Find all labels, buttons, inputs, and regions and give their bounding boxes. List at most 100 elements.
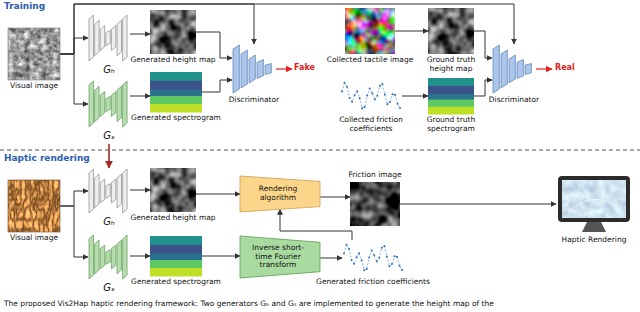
flow-arrow (196, 194, 240, 195)
node-label: Discriminator (229, 96, 279, 105)
image-border (8, 180, 60, 232)
generator-layer (100, 26, 104, 51)
node-label: Visual image (10, 82, 58, 91)
flow-arrow (280, 209, 352, 240)
discriminator-layer (257, 60, 263, 79)
spectrogram-band (150, 245, 202, 254)
generator-layer (100, 245, 104, 269)
signal-point (349, 97, 351, 99)
flow-arrow (320, 197, 350, 198)
signal-point (376, 261, 378, 263)
process-trapezoid (240, 176, 320, 212)
flow-arrow (108, 144, 110, 168)
flow-arrow (474, 80, 492, 96)
signal-point (361, 107, 363, 109)
height-map-image (428, 8, 474, 54)
node-shape (88, 234, 130, 280)
signal-point (398, 265, 400, 267)
spectrogram-band (150, 268, 202, 277)
flow-arrow (202, 80, 232, 92)
height-map-image (150, 10, 196, 54)
flow-arrow (196, 32, 232, 58)
screen-glare (568, 199, 618, 212)
signal-line (344, 245, 402, 271)
signal-point (399, 107, 401, 109)
spectrogram-band (150, 81, 202, 90)
signal-point (383, 245, 385, 247)
node-shape (492, 44, 536, 94)
signal-point (371, 92, 373, 94)
signal-point (396, 256, 398, 258)
fric-node: Friction image (350, 182, 400, 226)
node-label: Generated height map (130, 214, 215, 223)
process-trapezoid (240, 236, 320, 278)
discriminator-layer (249, 55, 255, 83)
signal-point (343, 252, 345, 254)
texture-image (8, 28, 60, 80)
node-shape (342, 240, 404, 276)
signal-point (381, 247, 383, 249)
spectrogram-band (150, 104, 202, 113)
connector-group (60, 4, 556, 258)
plot-node: Collected friction coefficients (340, 78, 402, 114)
node-label: Gₛ (103, 282, 114, 294)
signal-point (351, 101, 353, 103)
generator-layer (123, 15, 127, 61)
tactile-image (345, 8, 395, 54)
output-label: Fake (294, 63, 315, 72)
spectrogram-band (428, 86, 474, 94)
spectrogram-band (150, 236, 202, 245)
signal-point (368, 257, 370, 259)
node-label: Ground truth height map (423, 56, 479, 73)
gen-node: Gₕ (88, 14, 130, 62)
flow-arrow (60, 191, 88, 206)
tablet-node: Haptic Rendering (556, 176, 632, 234)
node-shape (150, 236, 202, 276)
node-shape (150, 10, 196, 54)
flow-arrow (400, 204, 556, 205)
signal-point (366, 268, 368, 270)
hmap-node: Generated height map (150, 168, 196, 212)
signal-point (353, 263, 355, 265)
brown-node: Visual image (8, 180, 60, 232)
output-arrow (276, 68, 292, 69)
generator-layer (89, 169, 93, 213)
signal-point (346, 244, 348, 246)
signal-point (354, 94, 356, 96)
signal-point (391, 93, 393, 95)
spectrogram-band (428, 107, 474, 115)
signal-point (359, 97, 361, 99)
signal-point (378, 257, 380, 259)
signal-point (356, 90, 358, 92)
tactile-node: Collected tactile image (345, 8, 395, 54)
flow-arrow (130, 96, 150, 97)
signal-point (373, 254, 375, 256)
discriminator-layer (241, 50, 247, 88)
node-shape (428, 78, 474, 114)
generator-layer (95, 20, 99, 55)
image-border (8, 28, 60, 80)
flow-arrow (130, 190, 150, 191)
discriminator-layer (501, 50, 507, 88)
signal-point (381, 83, 383, 85)
disc-node: Discriminator (492, 44, 536, 94)
signal-point (379, 85, 381, 87)
signal-point (386, 256, 388, 258)
generator-layer (111, 179, 115, 203)
generator-layer (100, 92, 104, 117)
generator-layer (117, 240, 121, 274)
gray-node: Visual image (8, 28, 60, 80)
node-shape (8, 180, 60, 232)
signal-point (346, 86, 348, 88)
node-shape (350, 182, 400, 226)
node-shape (88, 14, 130, 62)
generator-layer (123, 235, 127, 279)
signal-point (351, 259, 353, 261)
texture-image (8, 180, 60, 232)
trapY-node: Rendering algorithm (240, 176, 320, 212)
section-label: Training (4, 1, 45, 11)
generator-layer (106, 30, 110, 45)
node-label: Discriminator (489, 96, 539, 105)
hmap-node: Ground truth height map (428, 8, 474, 54)
